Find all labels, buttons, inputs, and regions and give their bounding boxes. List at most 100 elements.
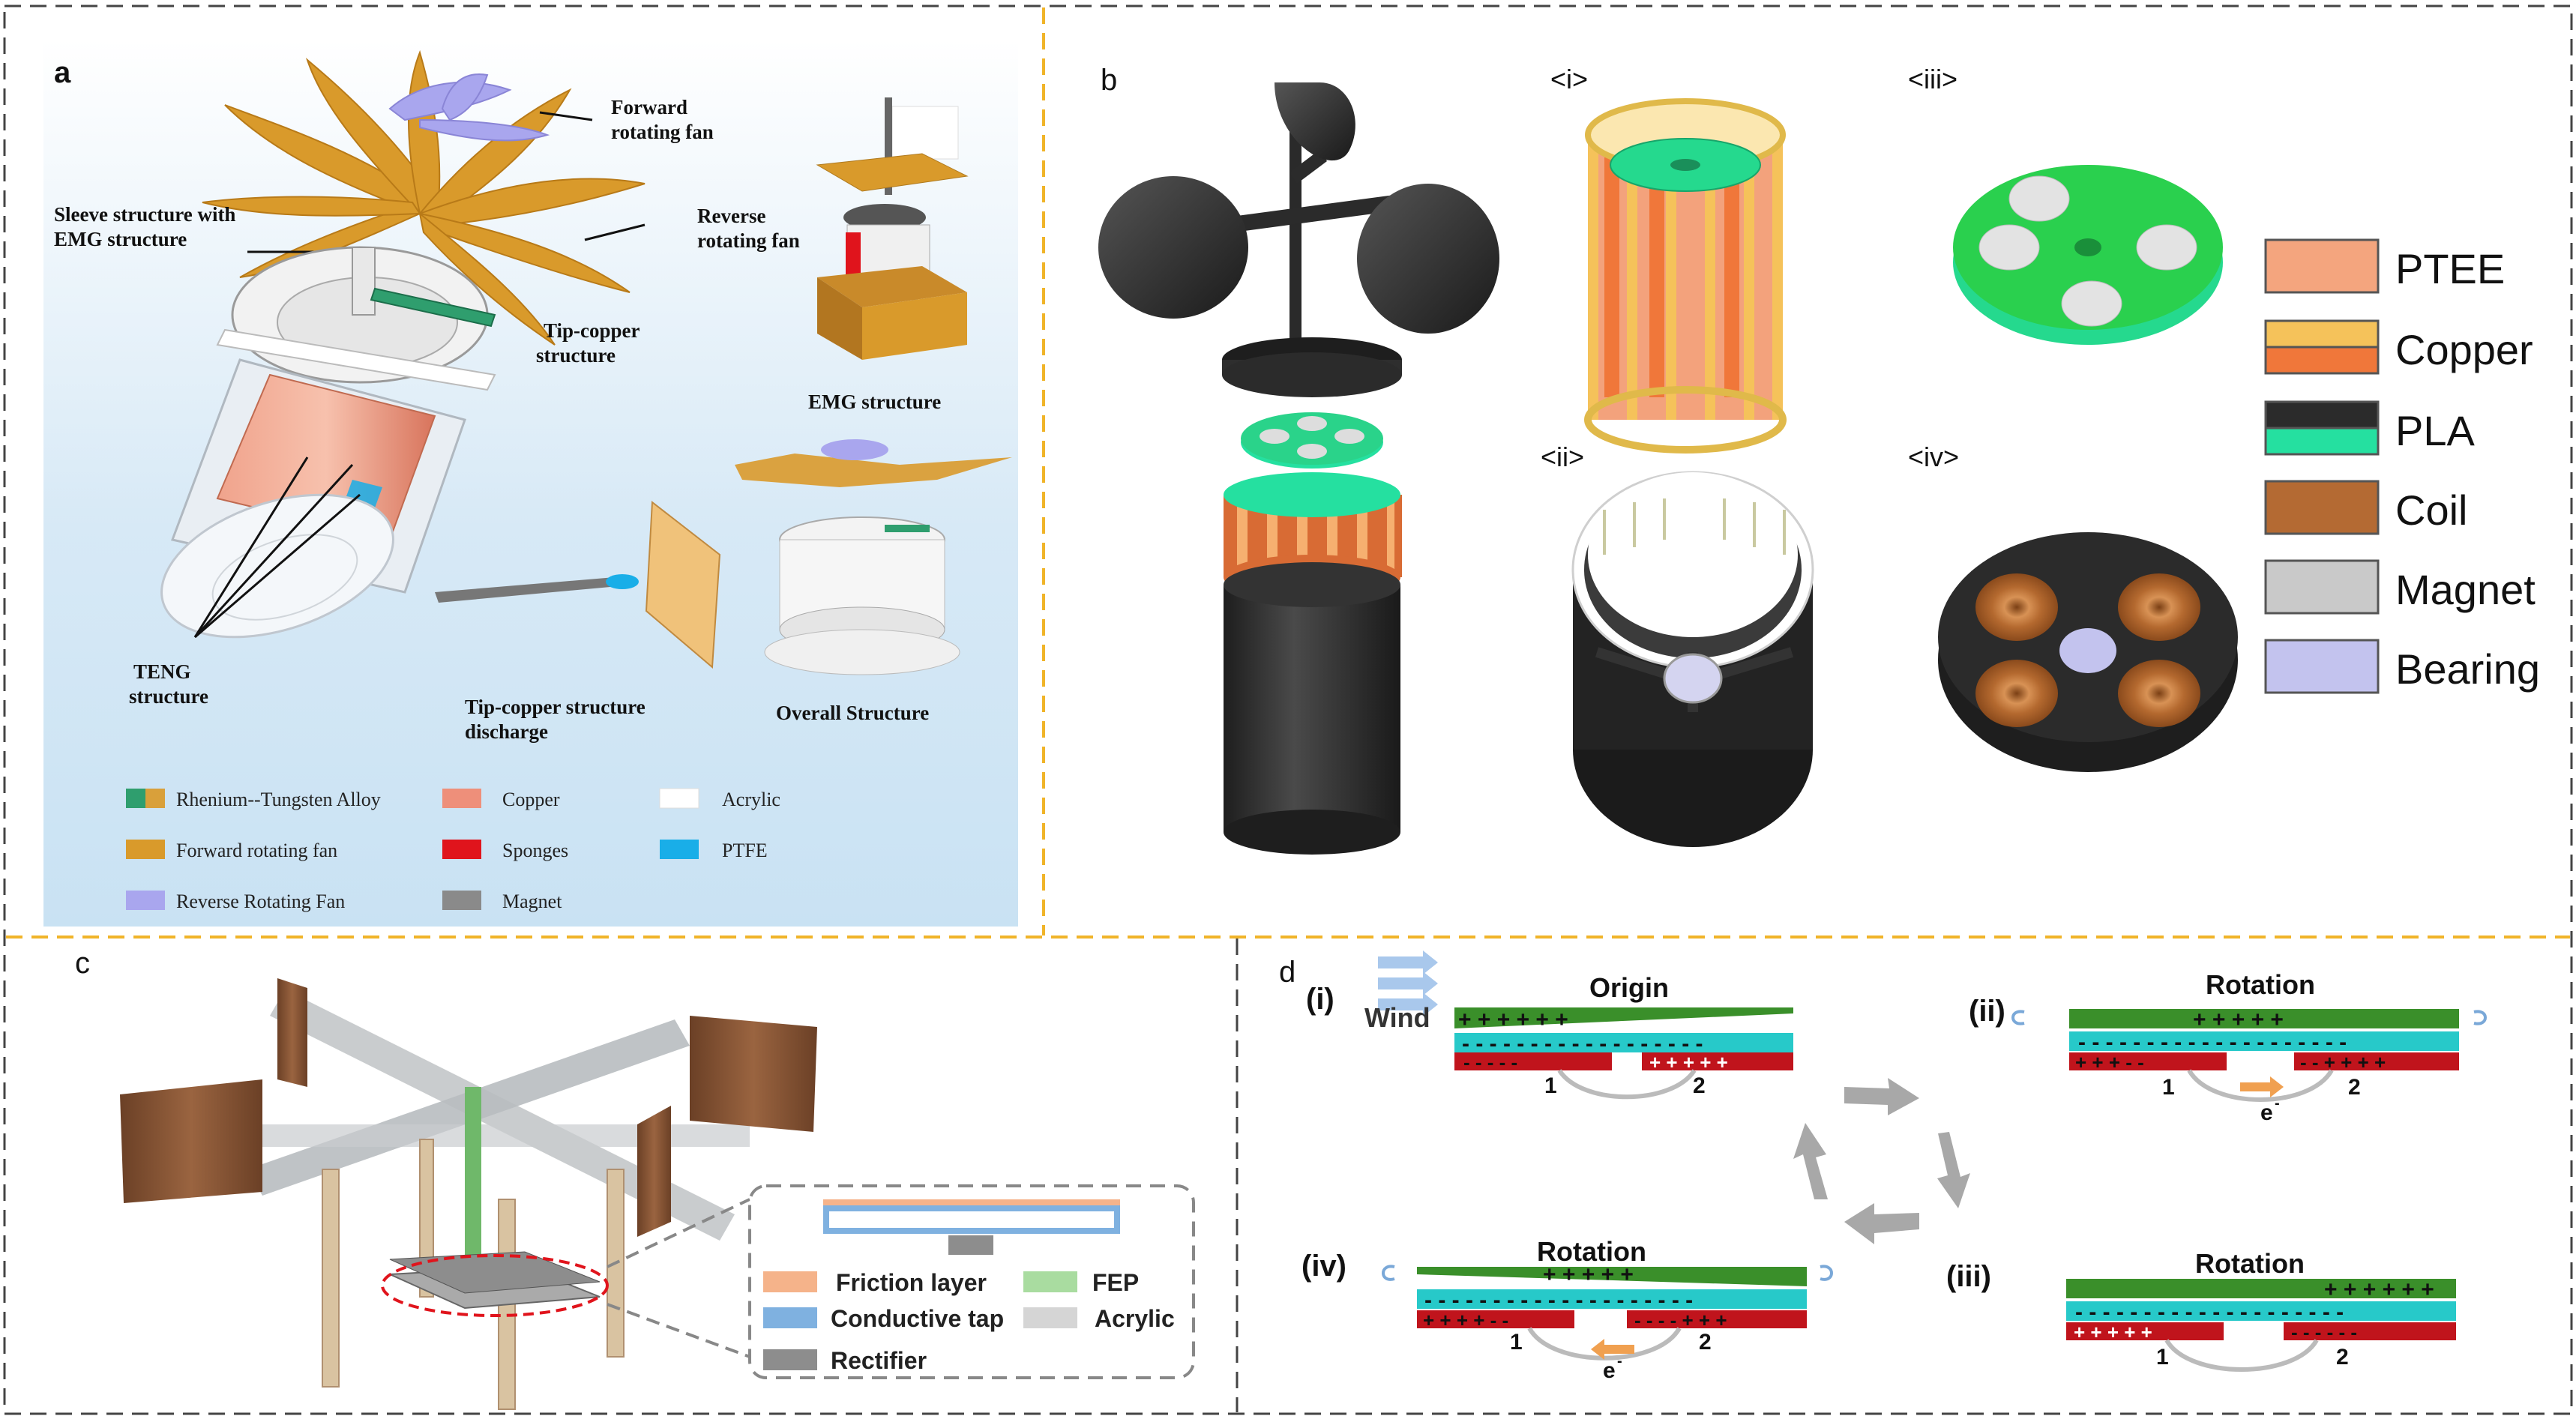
legend-coil-label: Coil [2395,486,2467,534]
stage-iv-number: (iv) [1301,1250,1346,1283]
teng-structure [160,358,466,639]
stage-iii-electrode-1: 1 [2156,1345,2169,1370]
stage-ii-electrode-1: 1 [2162,1075,2175,1100]
stage-i: (i) Origin + + + + + + - - - - - - - - -… [1306,972,1793,1100]
panel-a: a [43,39,1018,927]
legend-pla-label: PLA [2395,407,2475,454]
stage-i-number: (i) [1306,983,1334,1016]
vane-bottom [637,1106,671,1237]
panel-a-legend: Rhenium--Tungsten Alloy Copper Acrylic F… [126,788,780,912]
legend-reverse-fan-label: Reverse Rotating Fan [176,891,345,912]
legend-sponges-label: Sponges [502,840,568,861]
vane-left [120,1079,262,1203]
svg-text:- - + + + +: - - + + + + [2300,1051,2386,1073]
legend-friction-layer: Friction layer [763,1269,987,1296]
vane-top [277,978,307,1087]
svg-text:+ + + + +: + + + + + [1649,1051,1728,1073]
sub-label-iii: <iii> [1908,64,1957,94]
legend-rhenium-tungsten: Rhenium--Tungsten Alloy [126,789,381,810]
tip-copper-discharge [435,501,721,669]
stage-ii-title: Rotation [2206,969,2315,1000]
stage-iii-number: (iii) [1946,1260,1991,1293]
label-discharge-2: discharge [465,720,548,743]
legend-copper-label: Copper [502,789,560,810]
sub-label-ii: <ii> [1541,442,1584,472]
legend-copper: Copper [442,789,560,810]
stage-iv-electron: e [1603,1358,1616,1383]
svg-text:+ + + - -: + + + - - [2075,1051,2144,1073]
stage-i-electrode-1: 1 [1544,1073,1557,1098]
label-overall: Overall Structure [776,702,929,724]
forward-rotating-fan [388,73,550,142]
legend-sponges: Sponges [442,840,568,861]
sleeve-structure [216,246,496,391]
svg-text:- - - - - - - - - - - - - - -: - - - - - - - - - - - - - - - - - - - - [2078,1030,2347,1055]
svg-text:- - - - - - - - - - - - - - -: - - - - - - - - - - - - - - - - - - [1462,1031,1703,1056]
panel-b-legend: PTEE Copper PLA Coil Magnet [2264,238,2540,694]
label-sleeve-2: EMG structure [54,228,187,250]
label-teng-2: structure [129,685,208,708]
stage-ii-electron: e [2260,1100,2273,1125]
legend-acrylic-c-label: Acrylic [1095,1305,1175,1332]
sub-iii-magnet-disc [1953,165,2223,345]
sub-label-i: <i> [1550,64,1588,94]
svg-text:+ + + + - -: + + + + - - [1423,1309,1508,1331]
stage-iv-electron-sup: - [1617,1353,1622,1370]
overall-structure [735,439,1012,675]
legend-ptfe-label: PTFE [722,840,768,861]
stage-i-electrode-2: 2 [1693,1073,1706,1098]
legend-magnet-b-label: Magnet [2395,566,2536,613]
legend-ptee-label: PTEE [2395,245,2505,292]
panel-c: c [75,947,1195,1410]
legend-fep-label: FEP [1092,1269,1139,1296]
stage-ii: (ii) Rotation + + + + + - - - - - - - - … [1969,969,2487,1125]
emg-structure [816,97,969,360]
svg-text:- - - - -: - - - - - [1463,1051,1517,1073]
cycle-arrows [1793,1078,1970,1244]
stage-iii: (iii) Rotation + + + + + + - - - - - - -… [1946,1248,2456,1372]
svg-text:- - - - - - - - - - - - - - -: - - - - - - - - - - - - - - - - - - - - [1424,1288,1693,1313]
cup-left [1098,176,1248,319]
svg-text:+ + + + +: + + + + + [2193,1007,2284,1032]
legend-ptee: PTEE [2264,238,2505,294]
label-forward-fan-2: rotating fan [611,121,714,143]
stage-ii-number: (ii) [1969,995,2005,1028]
svg-text:- - - - + + +: - - - - + + + [1634,1309,1727,1331]
sub-iv-coil-base [1938,532,2238,772]
legend-reverse-fan: Reverse Rotating Fan [126,891,345,912]
svg-text:+ + + + +: + + + + + [2074,1321,2152,1343]
cup-top [1275,82,1355,161]
legend-magnet-b: Magnet [2264,559,2536,615]
legend-bearing-label: Bearing [2395,645,2540,693]
stage-iv-electrode-1: 1 [1510,1330,1523,1355]
stage-iii-electrode-2: 2 [2336,1345,2349,1370]
panel-c-inset: Friction layer FEP Conductive tap Acryli… [748,1184,1195,1379]
stage-ii-electrode-2: 2 [2348,1075,2361,1100]
legend-forward-fan-label: Forward rotating fan [176,840,337,861]
legend-rhenium-tungsten-label: Rhenium--Tungsten Alloy [176,789,381,810]
stage-iii-title: Rotation [2195,1248,2305,1279]
anemometer [1098,82,1499,855]
sub-label-iv: <iv> [1908,442,1959,472]
label-reverse-fan-1: Reverse [697,205,765,227]
stage-i-title: Origin [1589,972,1669,1003]
legend-ptfe: PTFE [660,840,768,861]
label-tip-copper-1: Tip-copper [544,319,640,342]
legend-magnet-label: Magnet [502,891,562,912]
legend-pla: PLA [2264,400,2475,456]
label-sleeve-1: Sleeve structure with [54,203,235,226]
svg-text:- - - - - - - - - - - - - - -: - - - - - - - - - - - - - - - - - - - - [2075,1300,2344,1325]
panel-b-letter: b [1101,64,1117,97]
label-discharge-1: Tip-copper structure [465,696,645,718]
wind-turbine-c [120,978,817,1410]
panel-c-letter: c [75,947,90,980]
wind-label: Wind [1364,1002,1430,1033]
label-teng-1: TENG [133,660,191,683]
label-reverse-fan-2: rotating fan [697,229,800,252]
legend-rectifier-label: Rectifier [831,1347,927,1374]
stage-iv-electrode-2: 2 [1699,1330,1712,1355]
panel-a-letter: a [54,56,71,89]
panel-d-letter: d [1279,956,1295,989]
label-tip-copper-2: structure [536,344,616,367]
